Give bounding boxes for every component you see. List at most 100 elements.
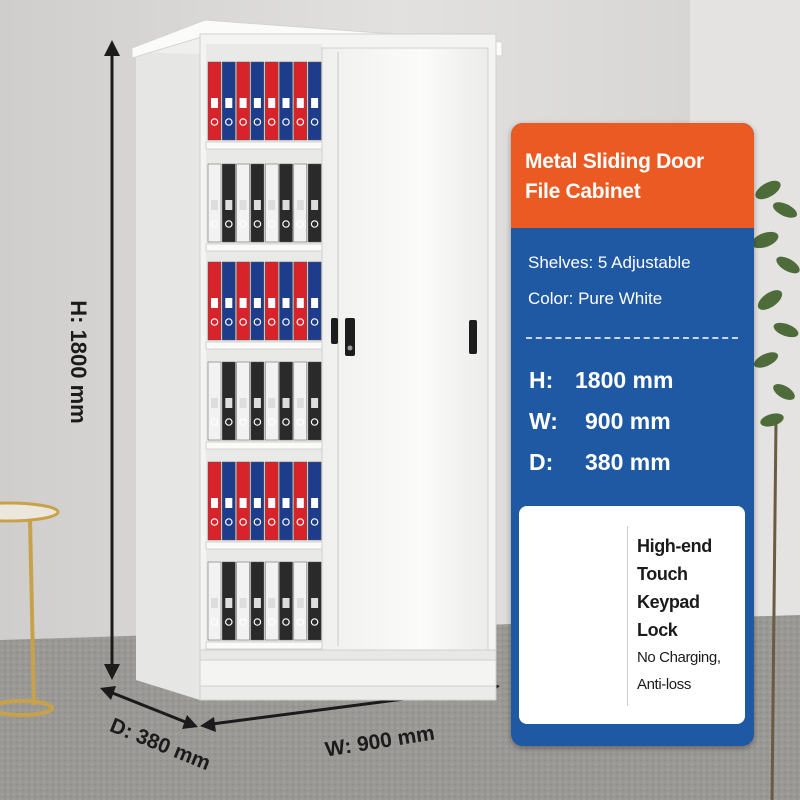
binder-ring xyxy=(267,518,276,526)
lock-feature-line: Lock xyxy=(637,620,678,640)
binder-label xyxy=(253,98,261,108)
shelf-board xyxy=(205,341,323,350)
binder-ring xyxy=(210,518,219,526)
lock-note-line: No Charging, xyxy=(637,649,721,666)
binder-ring xyxy=(239,418,247,426)
binder-ring xyxy=(310,418,319,426)
dimension-row-depth: D: 380 mm xyxy=(529,445,744,486)
binder-ring xyxy=(267,220,276,228)
lock-feature-line: Touch xyxy=(637,564,688,584)
lock-feature-line: Keypad xyxy=(637,592,700,612)
binder-ring xyxy=(225,220,233,228)
binder-ring xyxy=(282,318,290,326)
door-lock xyxy=(345,318,355,356)
shelf-board xyxy=(205,243,323,252)
dimension-row-width: W: 900 mm xyxy=(529,404,744,445)
binder-ring xyxy=(282,220,290,228)
dashed-divider xyxy=(526,337,738,339)
spec-list: Shelves: 5 Adjustable Color: Pure White xyxy=(528,245,743,317)
title-band: Metal Sliding Door File Cabinet xyxy=(511,123,754,228)
door-handle-left xyxy=(331,318,338,344)
binder-ring xyxy=(239,318,247,326)
binder-label xyxy=(268,298,276,308)
shelf-board xyxy=(205,641,323,650)
binder-label xyxy=(282,598,290,608)
binder-ring xyxy=(296,418,305,426)
binder-ring xyxy=(310,618,319,626)
side-table xyxy=(0,501,60,717)
binder-ring xyxy=(239,518,247,526)
binder-label xyxy=(239,200,247,210)
shelf-board xyxy=(205,141,323,150)
binder-label xyxy=(311,498,319,508)
binder-label xyxy=(268,498,276,508)
dimension-key: W: xyxy=(529,408,558,434)
shelf-board xyxy=(205,541,323,550)
binder-ring xyxy=(310,220,319,228)
binder-ring xyxy=(296,318,305,326)
binder-label xyxy=(311,598,319,608)
dimension-key: H: xyxy=(529,367,554,393)
binder-ring xyxy=(310,518,319,526)
binder-label xyxy=(253,598,261,608)
binder-label xyxy=(296,298,304,308)
color-spec: Color: Pure White xyxy=(528,289,663,308)
binder-label xyxy=(268,200,276,210)
binder-label xyxy=(225,598,233,608)
binder-label xyxy=(268,98,276,108)
binder-label xyxy=(225,498,233,508)
binder-ring xyxy=(282,118,290,126)
binder-ring xyxy=(296,518,305,526)
binder-ring xyxy=(210,618,219,626)
binder-label xyxy=(311,98,319,108)
binder-ring xyxy=(296,220,305,228)
dimension-key: D: xyxy=(529,449,554,475)
binder-label xyxy=(225,398,233,408)
shelf-board xyxy=(205,441,323,450)
binder-label xyxy=(296,598,304,608)
binder-label xyxy=(239,98,247,108)
binder-ring xyxy=(296,618,305,626)
binder-ring xyxy=(225,618,233,626)
binder-ring xyxy=(253,518,262,526)
binder-ring xyxy=(267,118,276,126)
cabinet xyxy=(131,19,503,701)
binder-label xyxy=(296,98,304,108)
binder-ring xyxy=(253,318,262,326)
binder-label xyxy=(282,398,290,408)
binder-label xyxy=(311,200,319,210)
binder-ring xyxy=(210,318,219,326)
lock-card-divider xyxy=(627,526,628,706)
binder-ring xyxy=(225,418,233,426)
binder-label xyxy=(211,398,218,408)
binder-ring xyxy=(296,118,305,126)
binder-label xyxy=(282,298,290,308)
binder-label xyxy=(296,498,304,508)
binder-ring xyxy=(253,618,262,626)
binder-label xyxy=(211,98,218,108)
binder-label xyxy=(311,398,319,408)
binder-label xyxy=(239,298,247,308)
binder-label xyxy=(268,398,276,408)
binder-label xyxy=(311,298,319,308)
dimension-value: 380 mm xyxy=(585,449,671,475)
height-label: H: 1800 mm xyxy=(66,300,91,424)
binder-ring xyxy=(239,118,247,126)
cabinet-side xyxy=(136,30,200,700)
binder-label xyxy=(225,200,233,210)
binder-ring xyxy=(210,220,219,228)
dimension-value: 900 mm xyxy=(585,408,671,434)
binder-label xyxy=(211,498,218,508)
binder-ring xyxy=(267,318,276,326)
binder-label xyxy=(239,498,247,508)
plant xyxy=(751,180,800,800)
title-line-2: File Cabinet xyxy=(525,180,641,203)
dimension-value: 1800 mm xyxy=(575,367,674,393)
dimension-list: H: 1800 mm W: 900 mm D: 380 mm xyxy=(529,363,744,486)
depth-arrow xyxy=(100,686,198,729)
binder-label xyxy=(211,598,218,608)
height-arrow xyxy=(104,40,120,680)
binder-ring xyxy=(267,618,276,626)
binder-label xyxy=(253,498,261,508)
binder-label xyxy=(253,298,261,308)
